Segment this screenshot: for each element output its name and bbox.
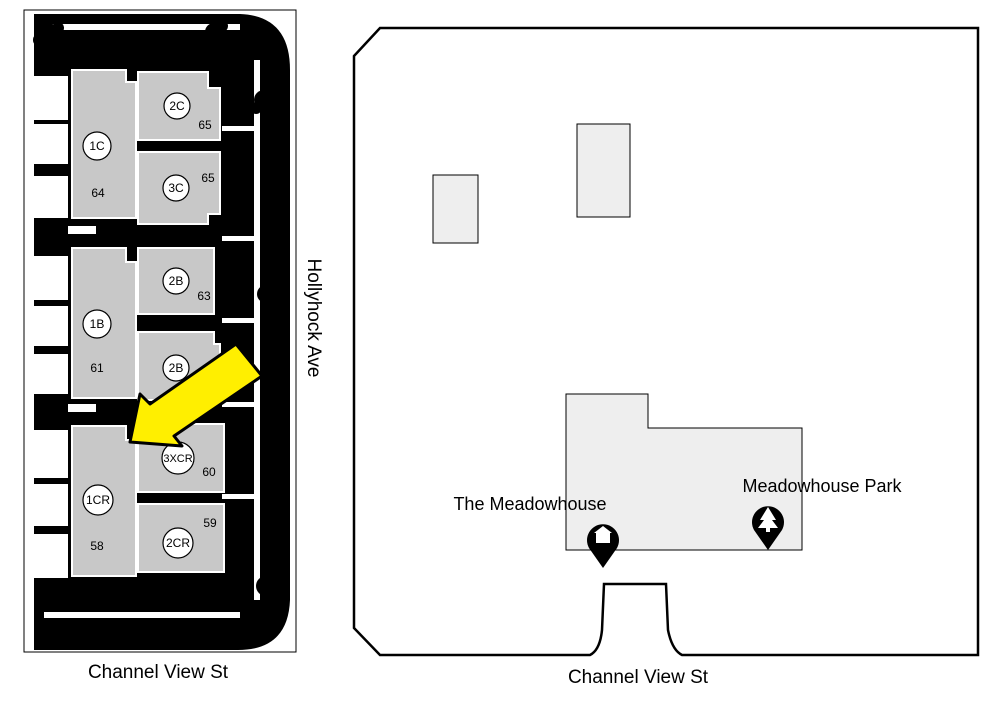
lane-markings [44, 24, 260, 618]
unit-number: 63 [197, 289, 211, 303]
unit-number: 59 [203, 516, 217, 530]
unit-code: 3XCR [163, 453, 192, 465]
unit-code: 2C [169, 99, 185, 113]
parking-area [34, 58, 245, 590]
unit-code: 2CR [166, 536, 190, 550]
unit-code: 1C [89, 139, 105, 153]
building-small-top [576, 123, 631, 218]
area-map: The Meadowhouse Meadowhouse Park Channel… [352, 26, 980, 688]
unit-number: 61 [90, 361, 104, 375]
unit-badges [82, 92, 195, 559]
unit-number: 60 [202, 465, 216, 479]
unit-number: 64 [91, 186, 105, 200]
parking-stalls [34, 76, 96, 578]
building-small-left [432, 174, 479, 244]
site-plan: 2C 65 1C 64 3C 65 2B 63 1B 61 2B 3XCR 60… [23, 9, 324, 683]
meadowhouse-block [565, 393, 803, 551]
location-arrow-icon [128, 342, 264, 448]
unit-code: 1B [90, 317, 105, 331]
trees [33, 20, 280, 643]
place-label-meadowhouse: The Meadowhouse [453, 494, 606, 514]
street-label-hollyhock: Hollyhock Ave [303, 259, 324, 378]
place-label-park: Meadowhouse Park [742, 476, 902, 496]
unit-number: 65 [201, 171, 215, 185]
park-boundary [352, 26, 980, 657]
street-label-channel-view-right: Channel View St [568, 667, 709, 688]
unit-code: 2B [169, 274, 184, 288]
unit-code: 3C [168, 181, 184, 195]
building-marker-icon [587, 524, 619, 568]
unit-number: 65 [198, 118, 212, 132]
street-label-channel-view-left: Channel View St [88, 662, 229, 683]
unit-code: 2B [169, 361, 184, 375]
unit-number: 58 [90, 539, 104, 553]
tree-marker-icon [752, 506, 784, 550]
unit-code: 1CR [86, 493, 110, 507]
